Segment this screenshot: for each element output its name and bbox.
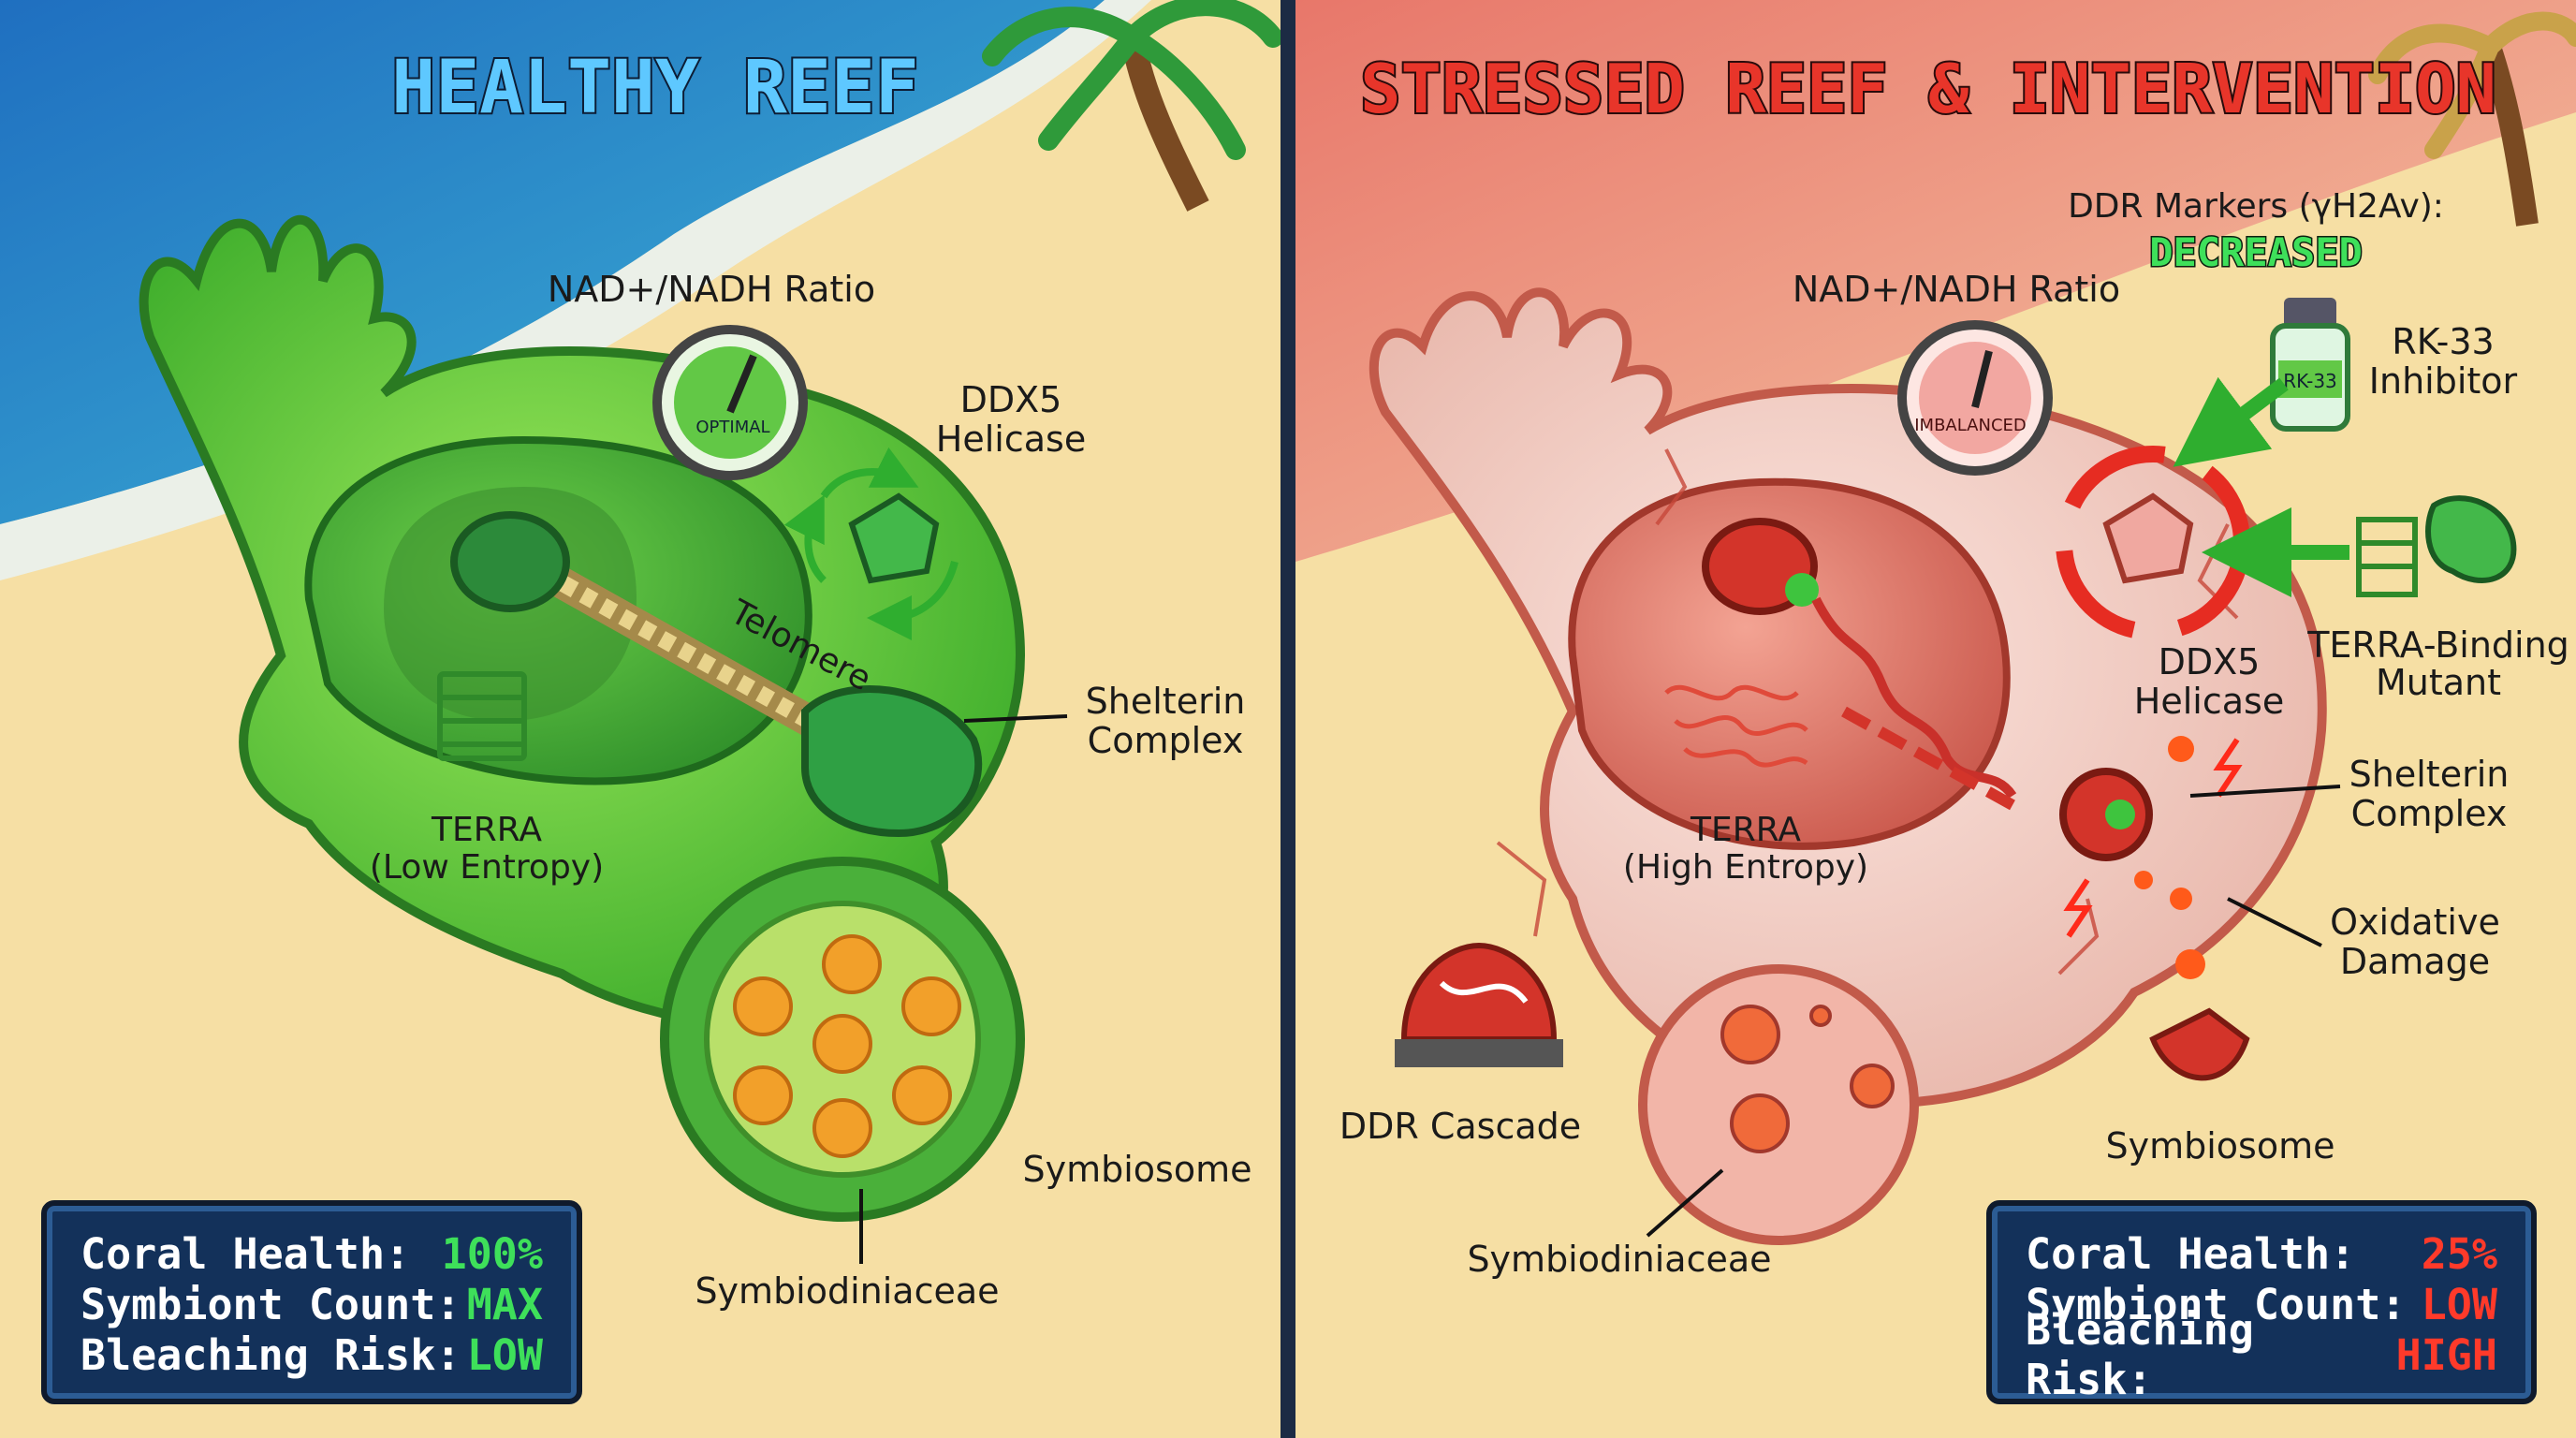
- stat-key: Bleaching Risk:: [80, 1329, 461, 1380]
- terra-arrow: [1841, 706, 2015, 811]
- stat-row-symbiont-count: Symbiont Count: LOW: [2026, 1279, 2497, 1329]
- palm-tree-right: [2368, 11, 2576, 227]
- shelterin-leader: [963, 714, 1068, 723]
- oxidative-damage: [2063, 736, 2243, 979]
- stat-row-bleaching-risk: Bleaching Risk: LOW: [80, 1329, 543, 1380]
- telomere-rope: [520, 554, 847, 747]
- terra-label-line1: TERRA: [431, 811, 542, 849]
- stat-key: Coral Health:: [2026, 1228, 2356, 1279]
- shelterin-leader: [2189, 785, 2341, 798]
- healthy-polyp: OPTIMAL: [139, 214, 1068, 1264]
- nad-gauge: [1897, 320, 2053, 476]
- right-title: STRESSED REEF & INTERVENTION: [1360, 50, 2496, 128]
- shelterin-label-line2: Complex: [2351, 793, 2508, 834]
- stat-value: LOW: [2421, 1279, 2497, 1329]
- nad-ratio-label: NAD+/NADH Ratio: [548, 269, 875, 310]
- stat-key: Symbiont Count:: [2026, 1279, 2407, 1329]
- telomere-frayed: [1811, 596, 2017, 800]
- ddr-markers-label: DDR Markers (γH2Av):: [2068, 187, 2444, 226]
- ddx5-label-line1: DDX5: [960, 379, 1062, 420]
- terra-mutant-label-line2: Mutant: [2376, 662, 2501, 703]
- symbiodiniaceae-label: Symbiodiniaceae: [1467, 1239, 1771, 1280]
- ddr-cascade-label: DDR Cascade: [1339, 1106, 1581, 1147]
- nad-ratio-label: NAD+/NADH Ratio: [1793, 269, 2120, 310]
- symbiosome-label: Symbiosome: [1023, 1149, 1252, 1190]
- left-title: HEALTHY REEF: [391, 46, 919, 130]
- stat-row-symbiont-count: Symbiont Count: MAX: [80, 1279, 543, 1329]
- stat-row-coral-health: Coral Health: 25%: [2026, 1228, 2497, 1279]
- oxidative-label-line1: Oxidative: [2330, 902, 2500, 943]
- shelterin-core: [2105, 800, 2135, 829]
- stat-value: LOW: [466, 1329, 543, 1380]
- broken-fragment: [2149, 1007, 2250, 1081]
- stat-key: Coral Health:: [80, 1228, 411, 1279]
- symbiodiniaceae-cells: [1720, 1005, 1895, 1153]
- rk33-vial: [2270, 298, 2350, 432]
- gauge-label: IMBALANCED: [1914, 416, 2027, 435]
- shelterin-complex: [801, 685, 983, 838]
- terra-tangle: [1664, 684, 1808, 768]
- ddx5-label-line2: Helicase: [2134, 681, 2284, 722]
- stat-row-bleaching-risk: Bleaching Risk: HIGH: [2026, 1305, 2497, 1404]
- rk33-label-line2: Inhibitor: [2369, 360, 2518, 402]
- symbiosome-label: Symbiosome: [2106, 1125, 2335, 1167]
- right-stats-panel: Coral Health: 25% Symbiont Count: LOW Bl…: [1986, 1200, 2537, 1404]
- terra-mutant-label-line1: TERRA-Binding: [2306, 624, 2569, 666]
- symbiodiniaceae-leader: [1646, 1168, 1724, 1238]
- ddx5-label-line2: Helicase: [936, 418, 1086, 460]
- rk33-arrow: [2173, 376, 2289, 467]
- nucleus: [1568, 477, 2011, 850]
- chromosome-tip: [1785, 573, 1819, 607]
- surf-foam: [0, 0, 1151, 580]
- right-panel: STRESSED REEF & INTERVENTION: [1295, 0, 2576, 1438]
- symbiodiniaceae-cells: [733, 934, 961, 1158]
- shelterin-label-line2: Complex: [1088, 720, 1244, 761]
- ddr-status: DECREASED: [2149, 229, 2363, 275]
- terra-mutant-icon: [2356, 495, 2517, 597]
- stat-value: HIGH: [2395, 1329, 2497, 1380]
- symbiodiniaceae-label: Symbiodiniaceae: [695, 1270, 999, 1312]
- terra-label-line2: (High Entropy): [1623, 848, 1868, 887]
- oxidative-leader: [2227, 897, 2322, 947]
- left-stats-panel: Coral Health: 100% Symbiont Count: MAX B…: [41, 1200, 582, 1404]
- oxidative-label-line2: Damage: [2340, 941, 2490, 982]
- stat-row-coral-health: Coral Health: 100%: [80, 1228, 543, 1279]
- shelterin-label-line1: Shelterin: [2349, 754, 2510, 795]
- terra-ladder: [437, 671, 527, 761]
- panel-divider: [1281, 0, 1295, 1438]
- stat-key: Bleaching Risk:: [2026, 1305, 2254, 1404]
- ddr-siren-icon: [1395, 942, 1563, 1067]
- left-panel: HEALTHY REEF OP: [0, 0, 1283, 1438]
- stat-value: 25%: [2421, 1228, 2497, 1279]
- stat-key: Symbiont Count:: [80, 1279, 461, 1329]
- gauge-label: OPTIMAL: [695, 418, 769, 437]
- ddx5-helicase: [783, 447, 959, 640]
- stat-value: 100%: [441, 1228, 543, 1279]
- shelterin-label-line1: Shelterin: [1086, 681, 1246, 722]
- stat-value: MAX: [466, 1279, 543, 1329]
- stressed-polyp: IMBALANCED RK-33: [1368, 287, 2517, 1245]
- palm-tree: [982, 0, 1283, 212]
- nad-gauge: [652, 325, 808, 480]
- ddx5-label-line1: DDX5: [2159, 641, 2261, 682]
- vial-label: RK-33: [2283, 370, 2337, 392]
- chromosome-cap: [450, 511, 570, 612]
- terra-label-line2: (Low Entropy): [370, 848, 604, 887]
- rk33-label-line1: RK-33: [2392, 321, 2494, 362]
- terra-label-line1: TERRA: [1690, 811, 1801, 849]
